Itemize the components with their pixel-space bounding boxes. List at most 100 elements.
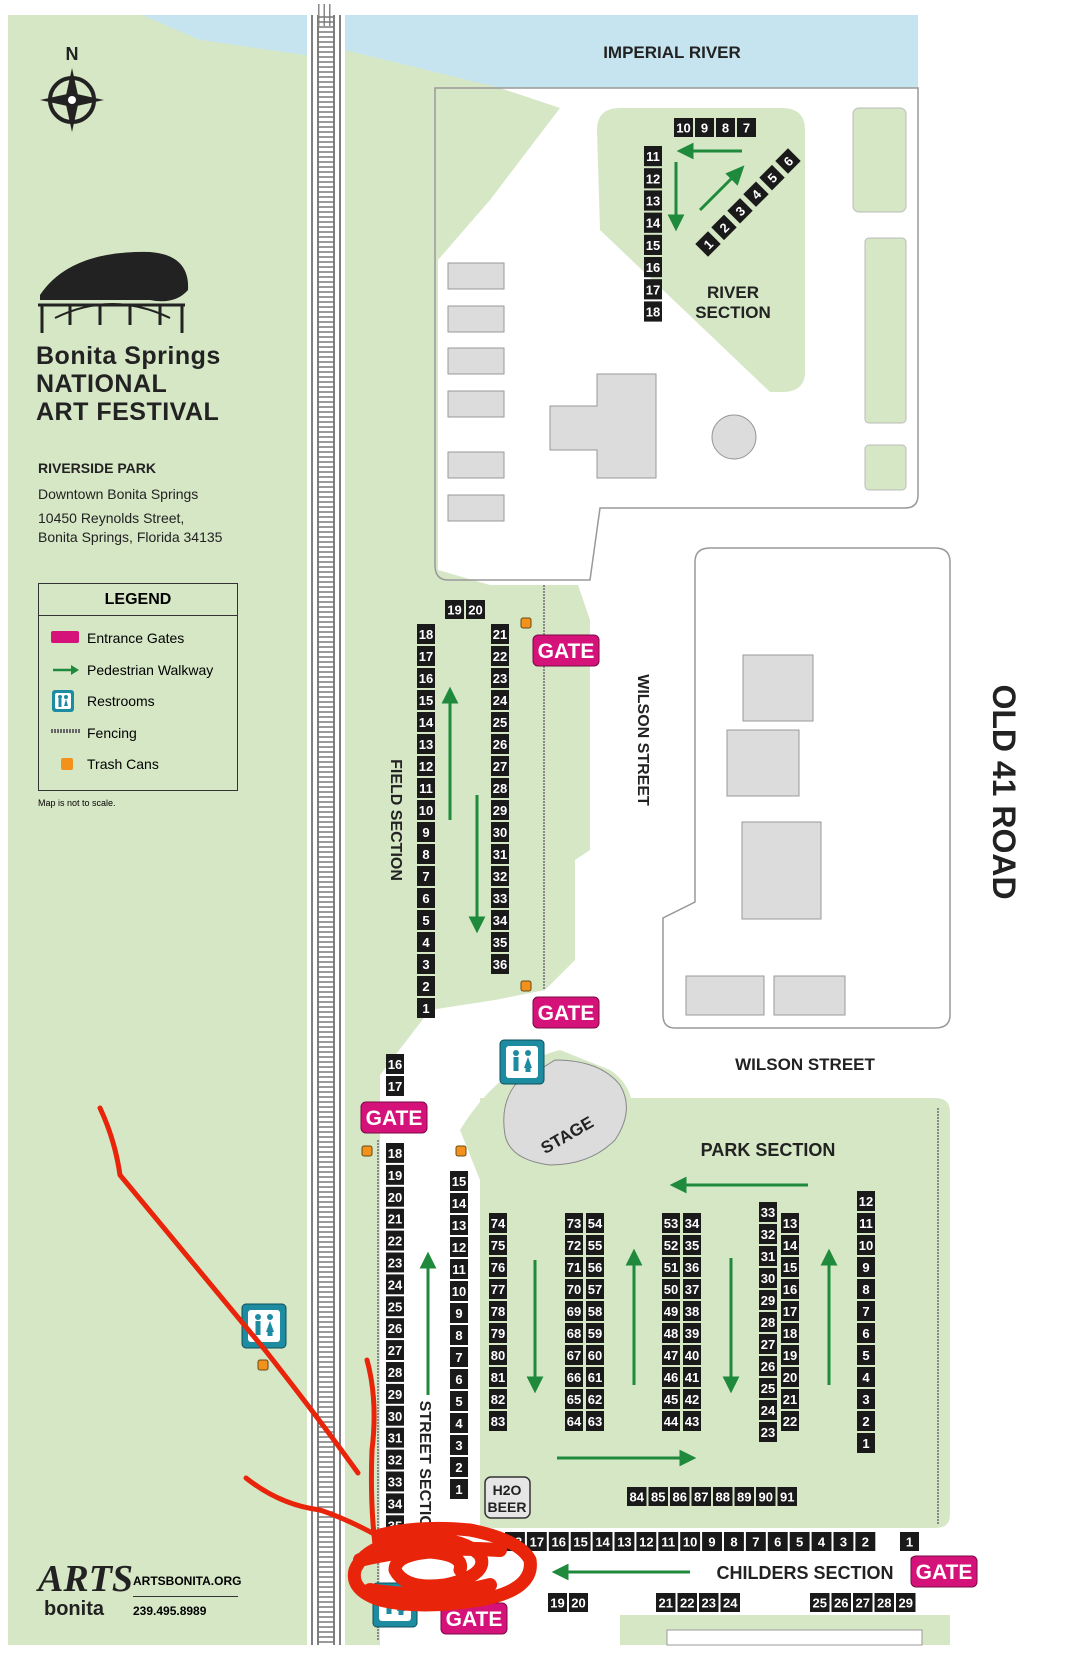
booth-box xyxy=(759,1400,777,1420)
booth-number: 35 xyxy=(493,935,507,950)
booth-number: 51 xyxy=(664,1260,678,1275)
booth-number: 23 xyxy=(493,671,507,686)
river-booth: 8 xyxy=(716,118,735,137)
booth-number: 73 xyxy=(567,1216,581,1231)
booth-number: 80 xyxy=(491,1348,505,1363)
booth-box xyxy=(900,1532,919,1551)
booth-number: 3 xyxy=(840,1535,847,1550)
field-booth: 31 xyxy=(491,844,509,864)
railroad-ties xyxy=(318,15,334,1645)
booth-number: 22 xyxy=(680,1596,694,1611)
park-booth: 39 xyxy=(683,1323,701,1343)
booth-box xyxy=(565,1257,583,1277)
old-41-road-label: OLD 41 ROAD xyxy=(986,684,1022,899)
park-booth: 85 xyxy=(648,1487,668,1506)
booth-number: 84 xyxy=(630,1490,645,1505)
park-booth: 52 xyxy=(662,1235,680,1255)
street-booth: 11 xyxy=(450,1259,468,1279)
street-booth: 14 xyxy=(450,1193,468,1213)
booth-box xyxy=(548,1593,567,1612)
field-booth: 32 xyxy=(491,866,509,886)
booth-box xyxy=(417,646,435,666)
childers-booth: 9 xyxy=(702,1532,722,1551)
booth-number: 48 xyxy=(664,1326,678,1341)
booth-number: 27 xyxy=(493,759,507,774)
booth-box xyxy=(489,1257,507,1277)
restroom-icon xyxy=(241,1303,287,1349)
river-booth: 10 xyxy=(674,118,693,137)
booth-box xyxy=(489,1345,507,1365)
river-booth: 13 xyxy=(644,190,662,211)
booth-box xyxy=(644,168,662,189)
booth-number: 11 xyxy=(419,781,433,796)
booth-box xyxy=(417,778,435,798)
booth-box xyxy=(450,1171,468,1191)
booth-number: 81 xyxy=(491,1370,505,1385)
booth-number: 6 xyxy=(774,1535,781,1550)
booth-number: 1 xyxy=(455,1482,462,1497)
childers-booth: 3 xyxy=(833,1532,854,1551)
park-booth: 66 xyxy=(565,1367,583,1387)
field-booth: 10 xyxy=(417,800,435,820)
booth-box xyxy=(491,888,509,908)
booth-box xyxy=(857,1279,875,1299)
booth-number: 11 xyxy=(646,149,660,164)
childers-booth: 2 xyxy=(855,1532,876,1551)
booth-box xyxy=(417,976,435,996)
park-booth: 22 xyxy=(781,1411,799,1431)
booth-box xyxy=(491,910,509,930)
park-booth: 67 xyxy=(565,1345,583,1365)
childers-booth: 16 xyxy=(548,1532,569,1551)
park-booth: 33 xyxy=(759,1202,777,1222)
booth-box xyxy=(491,646,509,666)
street-booth: 3 xyxy=(450,1435,468,1455)
booth-number: 67 xyxy=(567,1348,581,1363)
street-booth: 22 xyxy=(386,1230,404,1251)
booth-box xyxy=(670,1487,690,1506)
park-booth: 18 xyxy=(781,1323,799,1343)
festival-logo-icon xyxy=(38,251,189,333)
booth-box xyxy=(677,1593,697,1612)
booth-box xyxy=(565,1411,583,1431)
green-strip-1 xyxy=(852,107,907,213)
booth-number: 85 xyxy=(651,1490,665,1505)
booth-number: 11 xyxy=(661,1535,675,1550)
booth-box xyxy=(386,1186,404,1207)
booth-box xyxy=(759,1378,777,1398)
booth-number: 4 xyxy=(422,935,430,950)
booth-number: 22 xyxy=(493,649,507,664)
booth-number: 26 xyxy=(388,1321,402,1336)
booth-number: 55 xyxy=(588,1238,602,1253)
park-booth: 35 xyxy=(683,1235,701,1255)
booth-number: 25 xyxy=(761,1381,775,1396)
booth-box xyxy=(716,118,735,137)
beer-label: BEER xyxy=(488,1499,527,1515)
street-booth: 28 xyxy=(386,1362,404,1382)
field-booth: 2 xyxy=(417,976,435,996)
booth-box xyxy=(491,866,509,886)
booth-number: 18 xyxy=(388,1146,402,1161)
booth-box xyxy=(781,1279,799,1299)
river-booth: 12 xyxy=(644,168,662,189)
street-booth: 17 xyxy=(386,1076,404,1096)
booth-number: 28 xyxy=(493,781,507,796)
booth-box xyxy=(586,1367,604,1387)
booth-box xyxy=(644,212,662,233)
booth-number: 9 xyxy=(455,1306,462,1321)
park-booth: 10 xyxy=(857,1235,875,1255)
park-booth: 72 xyxy=(565,1235,583,1255)
field-booth: 26 xyxy=(491,734,509,754)
booth-box xyxy=(417,756,435,776)
street-booth: 33 xyxy=(386,1471,404,1492)
booth-number: 13 xyxy=(783,1216,797,1231)
park-booth: 54 xyxy=(586,1213,604,1233)
booth-number: 12 xyxy=(452,1240,466,1255)
booth-number: 2 xyxy=(455,1460,462,1475)
booth-box xyxy=(450,1281,468,1301)
childers-booth: 28 xyxy=(874,1593,894,1612)
booth-number: 14 xyxy=(419,715,434,730)
street-booth: 2 xyxy=(450,1457,468,1477)
booth-number: 79 xyxy=(491,1326,505,1341)
childers-booth: 20 xyxy=(569,1593,588,1612)
park-booth: 32 xyxy=(759,1224,777,1244)
